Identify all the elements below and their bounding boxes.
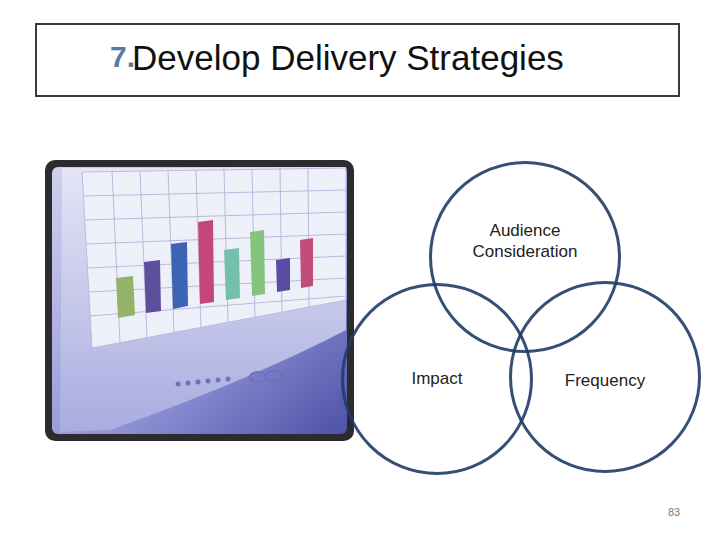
monitor-screen <box>82 168 346 348</box>
slide-number-prefix: 7. <box>110 40 135 74</box>
circle-stroke <box>431 163 620 352</box>
circle-stroke <box>511 283 700 472</box>
venn-circle: Frequency <box>509 281 701 473</box>
photo-frame <box>45 160 354 441</box>
circle-stroke <box>343 285 532 474</box>
venn-circle: Impact <box>341 283 533 475</box>
slide-title: Develop Delivery Strategies <box>132 38 564 78</box>
monitor-buttons <box>176 370 299 387</box>
page-number: 83 <box>668 506 680 518</box>
chart-grid <box>84 168 346 343</box>
title-frame <box>36 24 679 96</box>
monitor-bezel <box>60 167 346 432</box>
circle-label: Impact <box>411 368 462 389</box>
chart-bars <box>116 220 313 318</box>
photo-ground <box>52 167 347 434</box>
circle-label: Audience Consideration <box>453 220 597 263</box>
circle-label: Frequency <box>565 370 645 391</box>
